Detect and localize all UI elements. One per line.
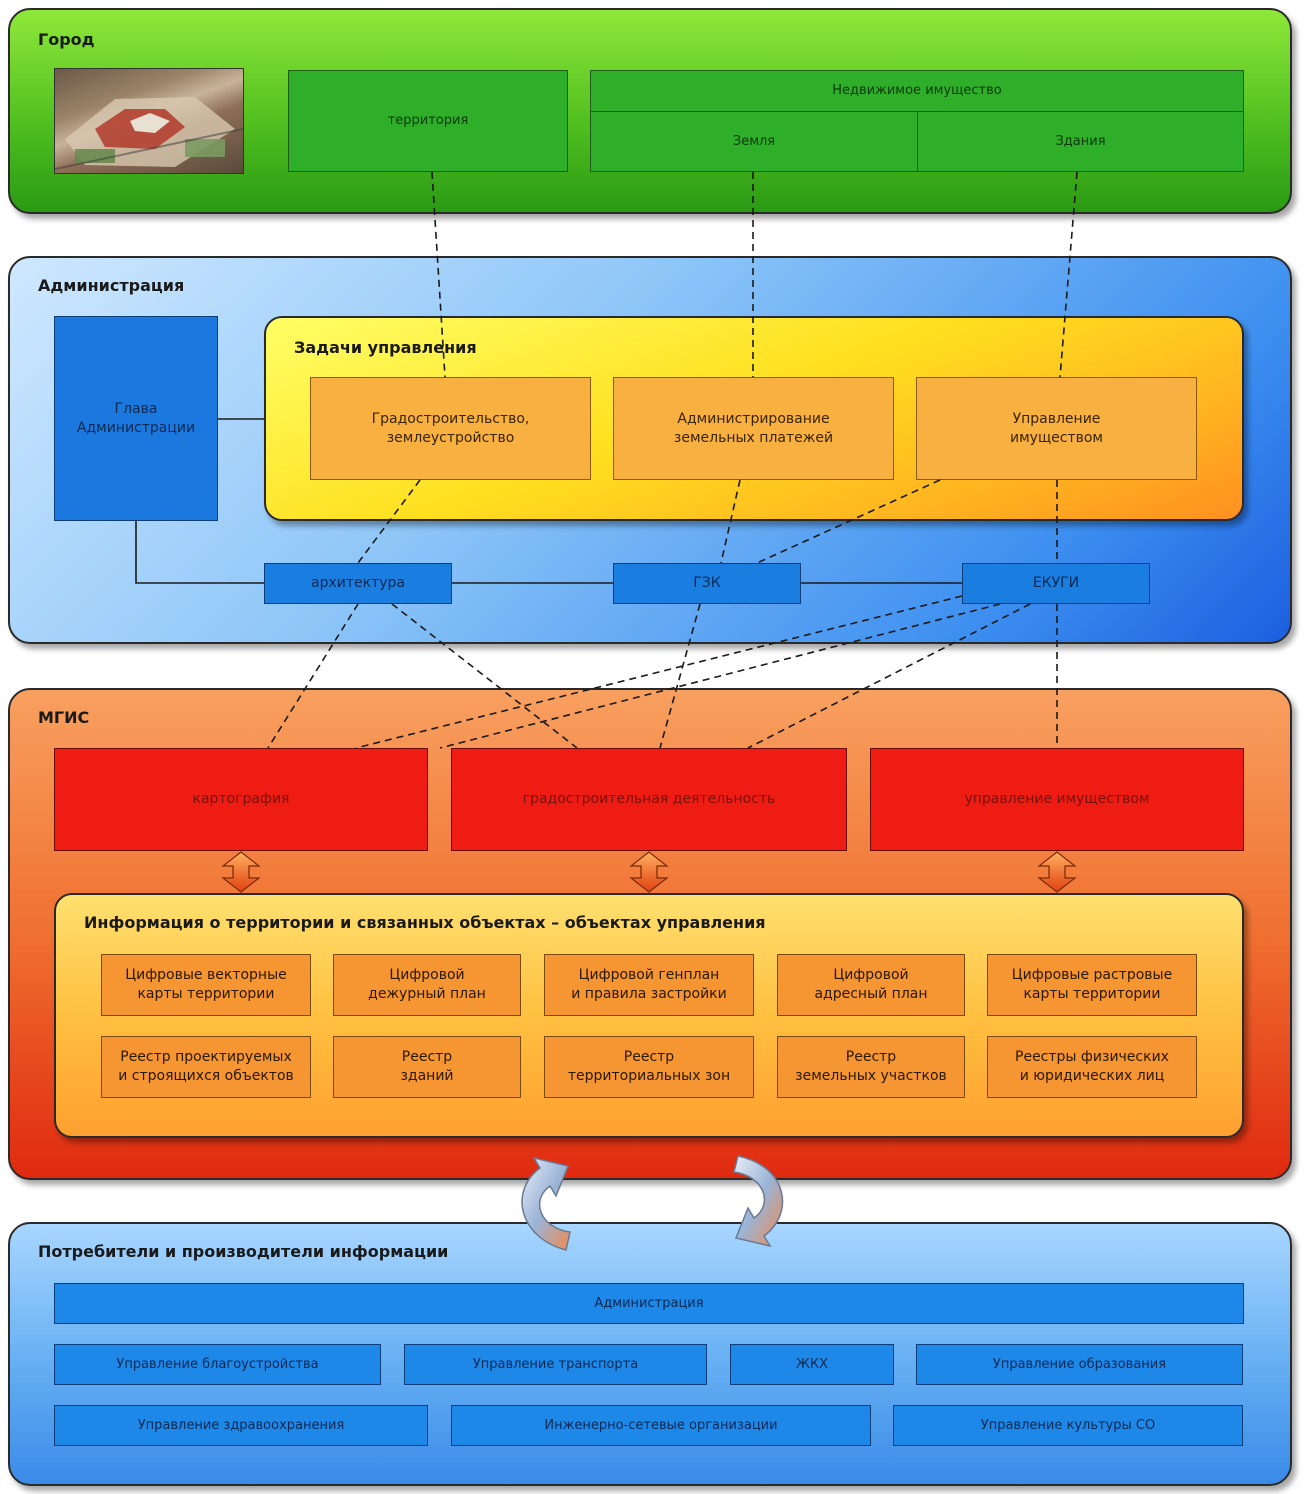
task-property-management: Управление имуществом bbox=[916, 377, 1197, 480]
module-urban-development: градостроительная деятельность bbox=[451, 748, 847, 851]
info-zones-registry: Реестр территориальных зон bbox=[544, 1036, 754, 1098]
real-estate-box: Недвижимое имущество bbox=[590, 70, 1244, 112]
consumer-administration: Администрация bbox=[54, 1283, 1244, 1324]
mgis-title: МГИС bbox=[38, 708, 90, 727]
consumer-education: Управление образования bbox=[916, 1344, 1243, 1385]
info-address-plan: Цифровой адресный план bbox=[777, 954, 965, 1016]
task-urban-planning: Градостроительство, землеустройство bbox=[310, 377, 591, 480]
info-raster-maps: Цифровые растровые карты территории bbox=[987, 954, 1197, 1016]
consumer-transport: Управление транспорта bbox=[404, 1344, 707, 1385]
dept-ekugi: ЕКУГИ bbox=[962, 563, 1150, 604]
dept-architecture: архитектура bbox=[264, 563, 452, 604]
info-buildings-registry: Реестр зданий bbox=[333, 1036, 521, 1098]
info-title: Информация о территории и связанных объе… bbox=[84, 913, 766, 932]
tasks-title: Задачи управления bbox=[294, 338, 477, 357]
city-title: Город bbox=[38, 30, 95, 49]
info-duty-plan: Цифровой дежурный план bbox=[333, 954, 521, 1016]
city-photo-art bbox=[55, 97, 243, 170]
dept-gzk: ГЗК bbox=[613, 563, 801, 604]
consumer-culture: Управление культуры СО bbox=[893, 1405, 1243, 1446]
city-photo bbox=[54, 68, 244, 174]
info-general-plan: Цифровой генплан и правила застройки bbox=[544, 954, 754, 1016]
consumers-title: Потребители и производители информации bbox=[38, 1242, 449, 1261]
land-box: Земля bbox=[590, 111, 918, 172]
territory-box: территория bbox=[288, 70, 568, 172]
buildings-box: Здания bbox=[917, 111, 1244, 172]
info-persons-registry: Реестры физических и юридических лиц bbox=[987, 1036, 1197, 1098]
info-vector-maps: Цифровые векторные карты территории bbox=[101, 954, 311, 1016]
consumer-landscaping: Управление благоустройства bbox=[54, 1344, 381, 1385]
module-property: управление имуществом bbox=[870, 748, 1244, 851]
info-land-registry: Реестр земельных участков bbox=[777, 1036, 965, 1098]
info-projects-registry: Реестр проектируемых и строящихся объект… bbox=[101, 1036, 311, 1098]
head-of-administration-box: Глава Администрации bbox=[54, 316, 218, 521]
head-of-administration-label: Глава Администрации bbox=[76, 400, 196, 436]
admin-title: Администрация bbox=[38, 276, 185, 295]
consumer-utilities: Инженерно-сетевые организации bbox=[451, 1405, 871, 1446]
module-cartography: картография bbox=[54, 748, 428, 851]
task-land-payments: Администрирование земельных платежей bbox=[613, 377, 894, 480]
consumer-housing: ЖКХ bbox=[730, 1344, 894, 1385]
consumer-healthcare: Управление здравоохранения bbox=[54, 1405, 428, 1446]
